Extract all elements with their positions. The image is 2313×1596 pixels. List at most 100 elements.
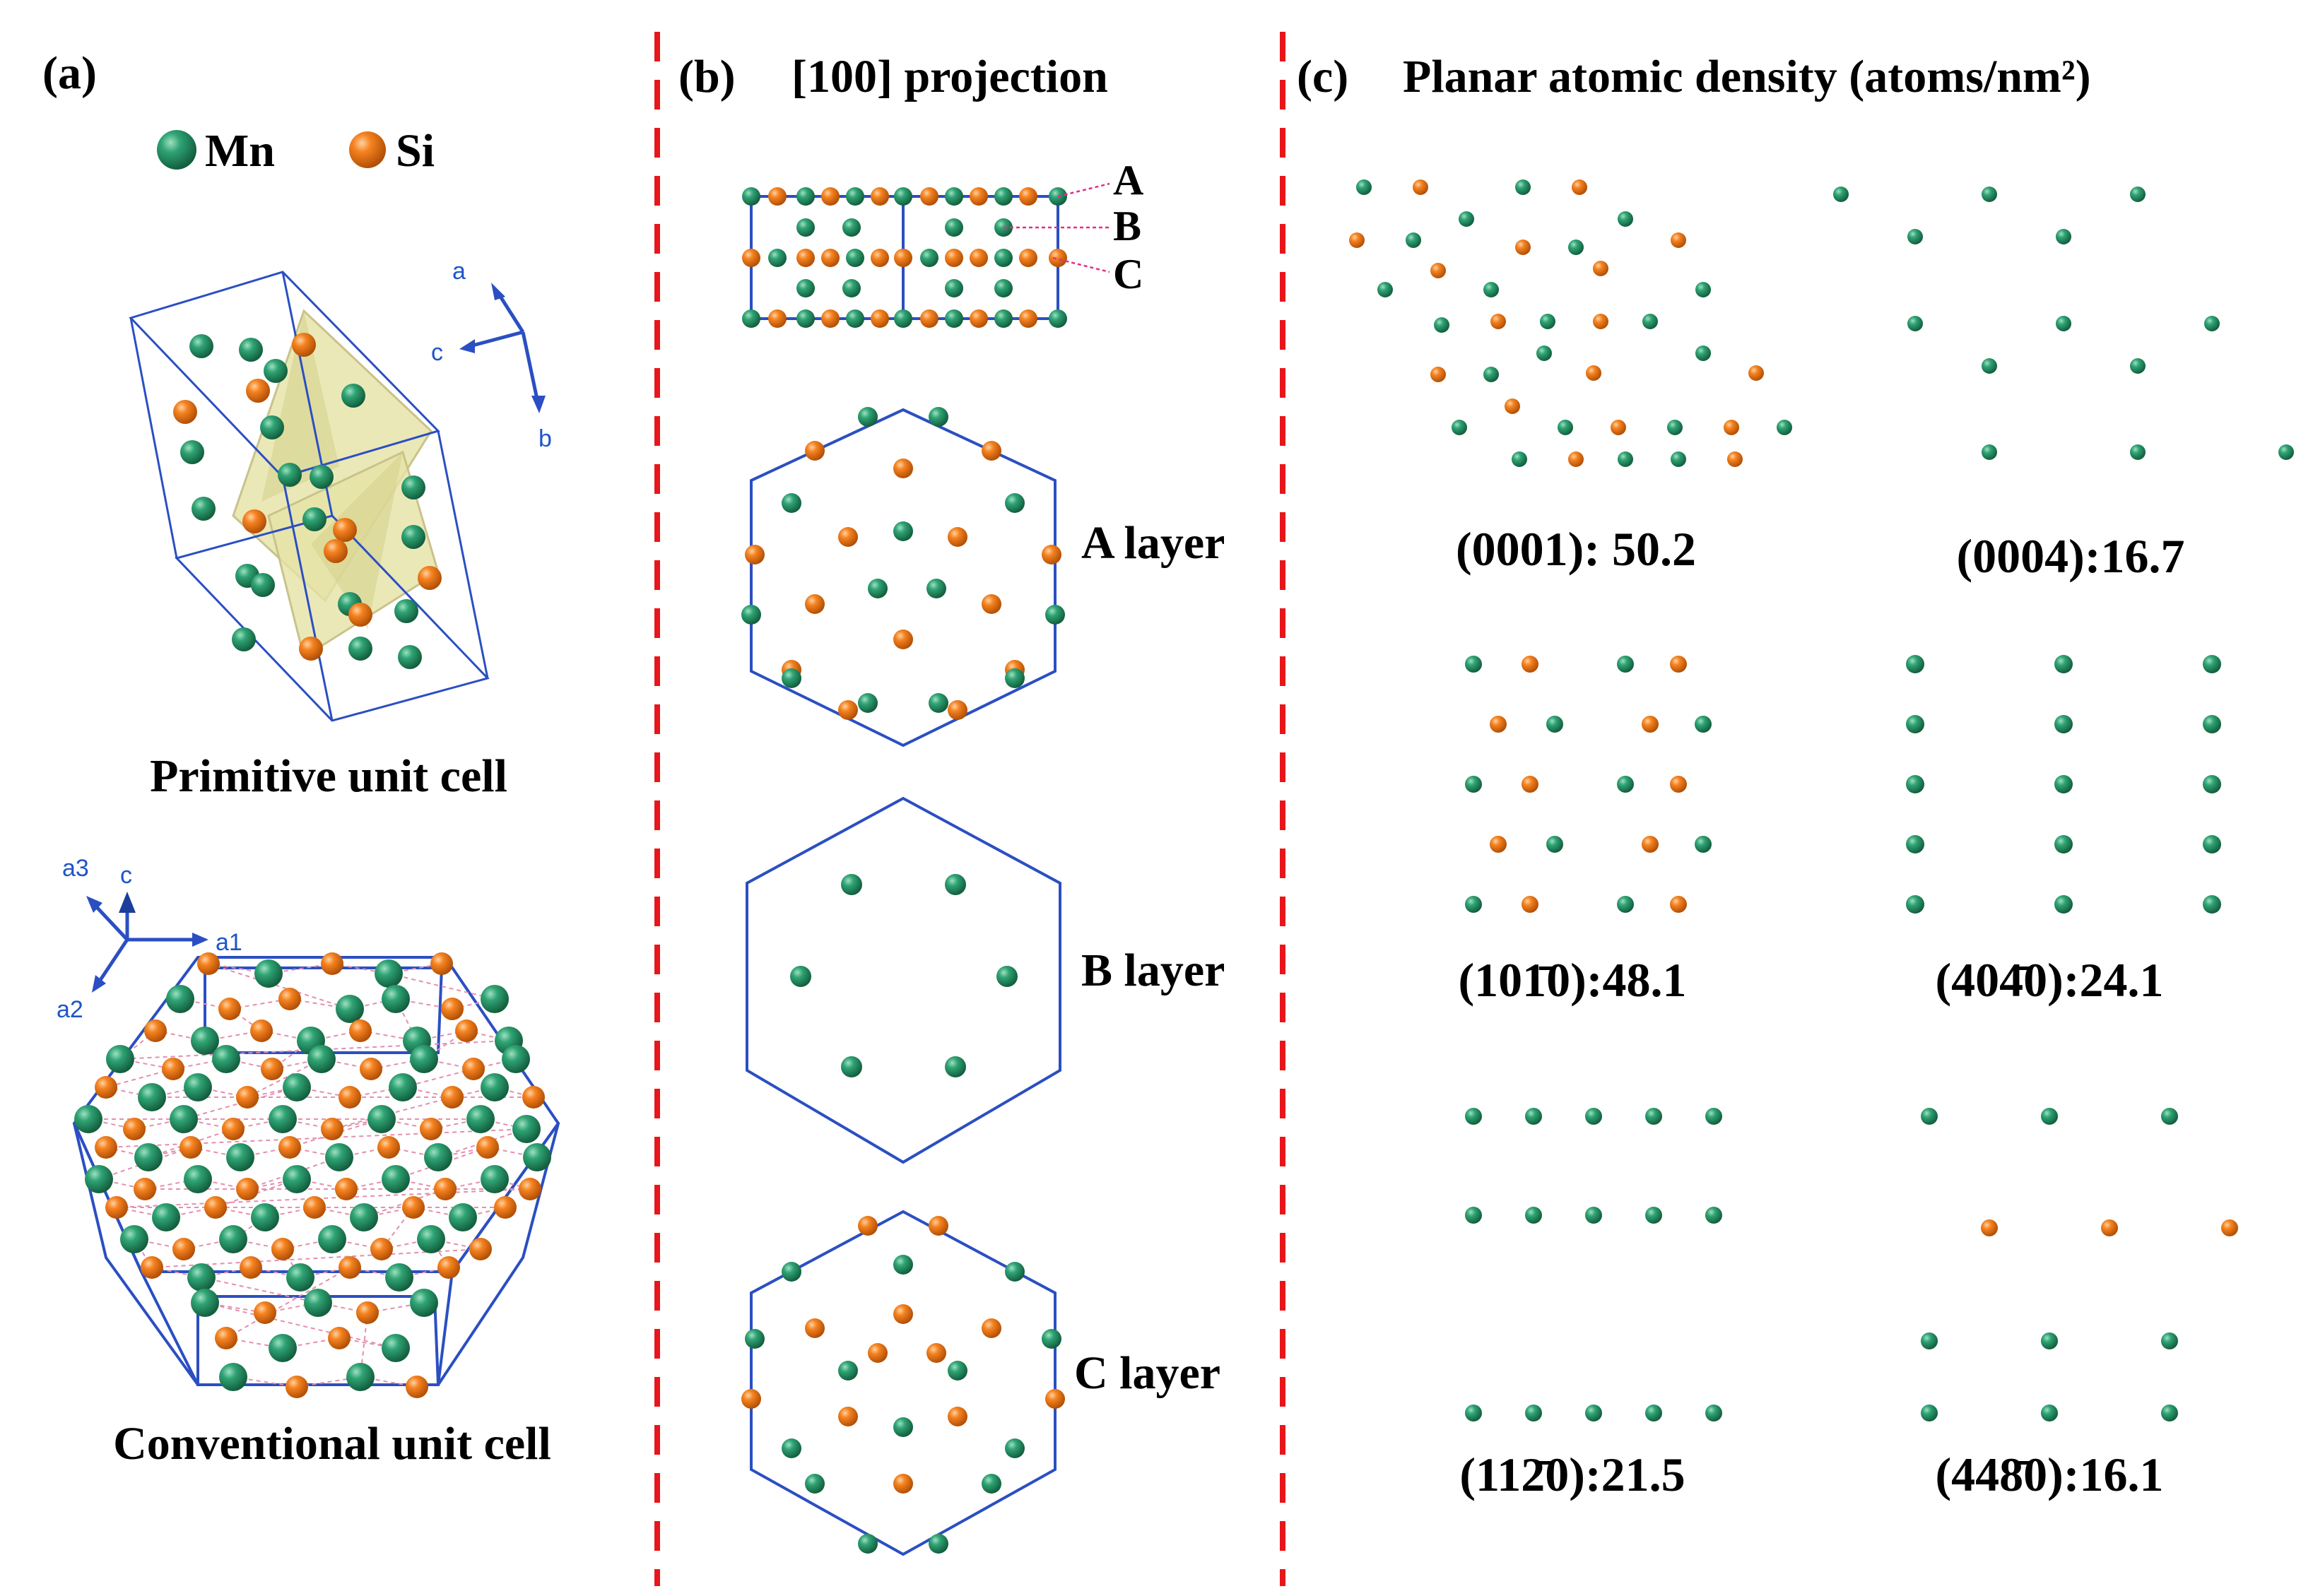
si-atom [982, 441, 1001, 461]
mn-atom [187, 1263, 216, 1291]
mn-atom [1921, 1108, 1938, 1125]
mn-atom [398, 645, 422, 669]
mn-atom [1982, 187, 1997, 202]
si-atom [278, 1136, 301, 1159]
mn-atom [410, 1045, 438, 1073]
mn-atom [741, 605, 761, 625]
mn-atom [286, 1263, 314, 1291]
si-atom [494, 1196, 517, 1219]
si-atom [821, 249, 840, 267]
a-layer-label: A layer [1081, 517, 1225, 569]
si-atom [1505, 398, 1520, 414]
plane-0001-atoms [1349, 179, 1792, 467]
mn-atom [85, 1165, 113, 1193]
panel-b-title: [100] projection [791, 51, 1108, 102]
si-atom [105, 1196, 128, 1219]
mn-atom [1695, 282, 1711, 297]
mn-atom [1546, 836, 1563, 853]
mn-atom [1906, 895, 1924, 914]
mn-atom [74, 1105, 102, 1133]
mn-atom [341, 384, 365, 408]
mn-atom [2161, 1332, 2178, 1349]
si-atom [406, 1376, 428, 1398]
si-atom [871, 309, 889, 328]
mn-atom [2056, 229, 2071, 244]
conventional-axis-a2: a2 [57, 996, 83, 1023]
mn-atom [1525, 1108, 1542, 1125]
mn-atom [2054, 655, 2073, 673]
mn-atom [512, 1115, 541, 1143]
mn-atom [523, 1143, 551, 1171]
mn-atom [846, 249, 864, 267]
mn-atom [1459, 211, 1474, 227]
mn-atom [254, 959, 283, 988]
mn-atom [1465, 1207, 1482, 1224]
si-atom [1042, 545, 1061, 564]
mn-atom [1617, 656, 1634, 673]
si-atom [838, 1407, 858, 1426]
mn-atom [1585, 1405, 1602, 1421]
mn-atom [1618, 451, 1633, 467]
mn-atom [2204, 316, 2220, 331]
mn-atom [219, 1225, 247, 1253]
si-atom [356, 1301, 379, 1324]
mn-atom [269, 1105, 297, 1133]
si-atom [240, 1256, 262, 1279]
mn-atom [1483, 367, 1499, 382]
c-layer-atoms [741, 1216, 1065, 1554]
si-atom [418, 566, 442, 590]
mn-atom [424, 1143, 452, 1171]
si-atom [838, 700, 858, 720]
mn-atom [251, 573, 275, 597]
si-atom [926, 1343, 946, 1363]
si-atom [868, 1343, 888, 1363]
b-layer-atoms [790, 874, 1018, 1077]
si-atom [95, 1136, 117, 1159]
conventional-cell-atoms [74, 952, 551, 1398]
mn-atom [134, 1143, 163, 1171]
panel-c-title: Planar atomic density (atoms/nm²) [1403, 51, 2091, 102]
si-atom [1670, 656, 1687, 673]
mn-atom [994, 249, 1013, 267]
si-atom [742, 249, 760, 267]
si-atom [339, 1256, 361, 1279]
mn-atom [1465, 1108, 1482, 1125]
plane-40-40-caption: (404̄0):24.1 [1936, 953, 2164, 1007]
mn-atom [2278, 444, 2294, 460]
mn-atom [184, 1165, 212, 1193]
mn-atom [1512, 451, 1527, 467]
si-atom [349, 1019, 372, 1042]
si-atom [1019, 249, 1037, 267]
si-atom [434, 1178, 457, 1200]
mn-atom [170, 1105, 198, 1133]
si-atom [948, 1407, 967, 1426]
si-atom [1049, 249, 1067, 267]
mn-atom [1642, 314, 1658, 329]
si-atom [821, 187, 840, 206]
mn-atom [232, 627, 256, 651]
mn-atom [2130, 358, 2146, 374]
si-atom [179, 1136, 202, 1159]
plane-0001-caption: (0001): 50.2 [1456, 522, 1696, 576]
si-atom [948, 527, 967, 547]
mn-atom [269, 1334, 297, 1362]
primitive-axes-triad: a c b [431, 258, 552, 452]
mn-atom [318, 1225, 346, 1253]
mn-atom [894, 187, 912, 206]
si-atom [768, 187, 787, 206]
mn-atom [1356, 179, 1372, 195]
mn-atom [1705, 1405, 1722, 1421]
si-atom [254, 1301, 276, 1324]
si-atom [1593, 261, 1608, 276]
si-atom [893, 459, 913, 478]
mn-atom [838, 1361, 858, 1381]
si-atom [162, 1058, 184, 1080]
si-atom [1522, 656, 1538, 673]
primitive-axis-c: c [431, 339, 443, 366]
mn-atom [1049, 309, 1067, 328]
primitive-unit-cell: a c b [129, 258, 552, 722]
si-atom [920, 309, 938, 328]
mn-atom [893, 1255, 913, 1275]
primitive-cell-atoms [173, 333, 442, 669]
plane-0004-atoms [1833, 187, 2294, 460]
